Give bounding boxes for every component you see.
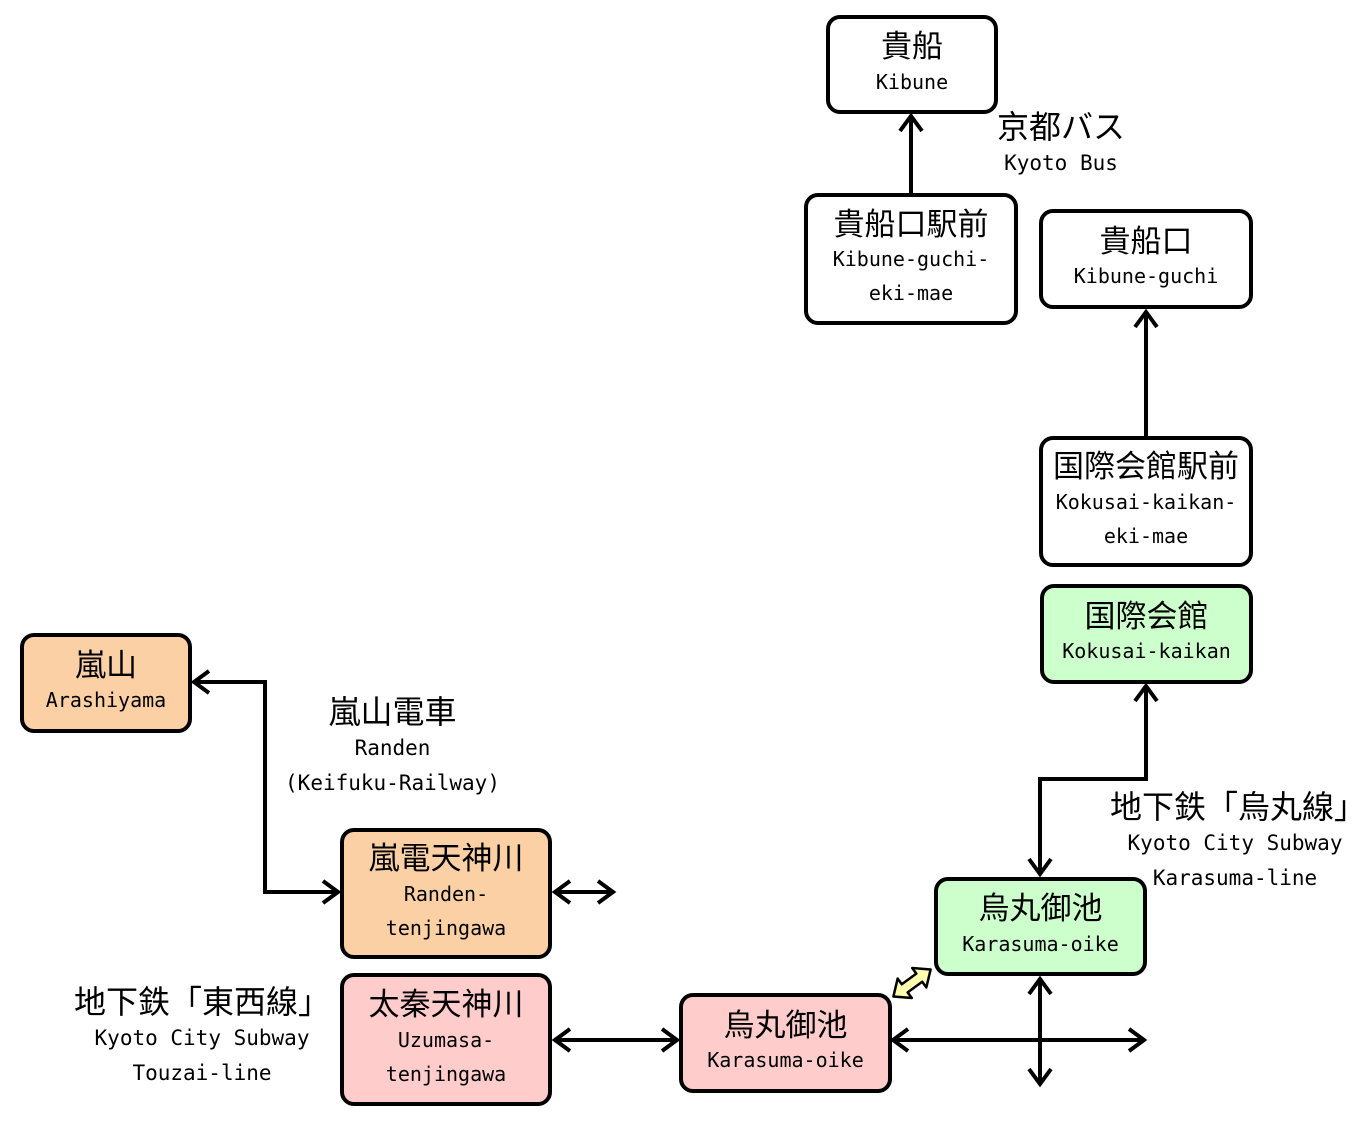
line-name-en: Kyoto Bus bbox=[1004, 151, 1118, 176]
bus-arrow-to-kibune-guchi bbox=[1133, 308, 1159, 436]
karasuma-line-continues-south bbox=[1027, 975, 1053, 1088]
station-name-en: Kokusai-kaikan bbox=[1062, 639, 1231, 664]
line-name-jp: 京都バス bbox=[996, 108, 1125, 146]
line-name-jp: 地下鉄「東西線」 bbox=[74, 983, 331, 1021]
station-kokusai-kaikan-eki-mae: 国際会館駅前 Kokusai-kaikan- eki-mae bbox=[1039, 436, 1253, 567]
line-name-jp: 地下鉄「烏丸線」 bbox=[1110, 788, 1361, 826]
line-name-jp: 嵐山電車 bbox=[328, 693, 457, 731]
station-name-jp: 嵐電天神川 bbox=[368, 841, 524, 878]
station-name-jp: 烏丸御池 bbox=[978, 891, 1103, 928]
station-kibune: 貴船 Kibune bbox=[826, 15, 998, 114]
station-randen-tenjingawa: 嵐電天神川 Randen- tenjingawa bbox=[340, 828, 552, 959]
randen-connector bbox=[190, 669, 342, 905]
line-name-en: Kyoto City Subway Touzai-line bbox=[94, 1026, 310, 1086]
station-name-jp: 国際会館駅前 bbox=[1053, 449, 1239, 486]
station-karasuma-oike-touzai-line: 烏丸御池 Karasuma-oike bbox=[679, 993, 892, 1093]
station-name-en: Karasuma-oike bbox=[962, 931, 1119, 956]
station-name-en: Kibune-guchi- eki-mae bbox=[832, 247, 990, 306]
station-uzumasa-tenjingawa: 太秦天神川 Uzumasa- tenjingawa bbox=[340, 973, 552, 1106]
station-name-jp: 太秦天神川 bbox=[368, 987, 524, 1024]
station-name-en: Uzumasa- tenjingawa bbox=[385, 1027, 507, 1086]
touzai-line-connector bbox=[551, 1027, 681, 1053]
station-name-jp: 貴船 bbox=[881, 29, 943, 66]
touzai-line-continues-east bbox=[889, 1027, 1148, 1053]
station-kibune-guchi: 貴船口 Kibune-guchi bbox=[1039, 209, 1253, 309]
station-name-jp: 烏丸御池 bbox=[723, 1007, 848, 1044]
station-karasuma-oike-karasuma-line: 烏丸御池 Karasuma-oike bbox=[934, 877, 1147, 976]
station-name-en: Kokusai-kaikan- eki-mae bbox=[1055, 489, 1237, 548]
randen-continues-east bbox=[551, 879, 617, 905]
line-label-karasuma-line: 地下鉄「烏丸線」 Kyoto City Subway Karasuma-line bbox=[1110, 788, 1361, 896]
bus-arrow-to-kibune bbox=[898, 112, 924, 193]
station-name-jp: 国際会館 bbox=[1084, 598, 1209, 635]
transfer-arrow bbox=[892, 966, 932, 1000]
station-name-en: Kibune-guchi bbox=[1073, 264, 1219, 289]
line-label-randen: 嵐山電車 Randen (Keifuku-Railway) bbox=[270, 693, 515, 801]
station-kokusai-kaikan: 国際会館 Kokusai-kaikan bbox=[1040, 584, 1253, 684]
karasuma-line-connector bbox=[1027, 682, 1159, 878]
station-name-en: Kibune bbox=[875, 69, 949, 94]
station-name-en: Arashiyama bbox=[45, 688, 167, 713]
station-name-jp: 貴船口駅前 bbox=[833, 206, 989, 243]
station-arashiyama: 嵐山 Arashiyama bbox=[20, 633, 192, 733]
line-label-kyoto-bus: 京都バス Kyoto Bus bbox=[975, 108, 1147, 181]
line-name-en: Kyoto City Subway Karasuma-line bbox=[1127, 831, 1343, 891]
station-name-en: Randen- tenjingawa bbox=[385, 881, 507, 940]
line-name-en: Randen (Keifuku-Railway) bbox=[285, 736, 500, 796]
station-name-jp: 貴船口 bbox=[1099, 223, 1193, 260]
station-name-jp: 嵐山 bbox=[75, 647, 137, 684]
line-label-touzai-line: 地下鉄「東西線」 Kyoto City Subway Touzai-line bbox=[74, 983, 330, 1091]
station-kibune-guchi-eki-mae: 貴船口駅前 Kibune-guchi- eki-mae bbox=[804, 193, 1018, 325]
station-name-en: Karasuma-oike bbox=[707, 1048, 864, 1073]
